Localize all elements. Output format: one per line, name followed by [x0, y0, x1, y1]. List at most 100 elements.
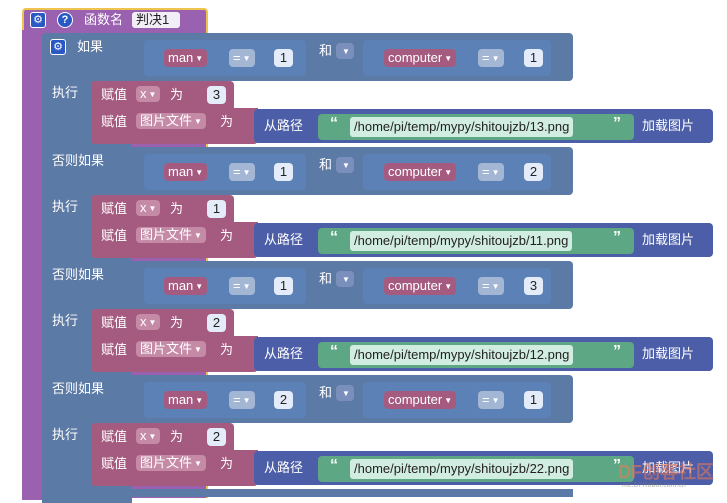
open-quote-icon: “	[330, 343, 338, 360]
man-var-label: man	[168, 392, 194, 407]
path-string-field[interactable]: /home/pi/temp/mypy/shitoujzb/12.png	[350, 345, 574, 365]
man-var-dropdown[interactable]: man▼	[164, 163, 208, 181]
eq-operator-dropdown[interactable]: =▼	[478, 277, 504, 295]
man-var-label: man	[168, 164, 194, 179]
watermark-sub: mc.DFRobot.com.cn	[622, 482, 686, 489]
computer-value-field[interactable]: 1	[524, 49, 543, 67]
img-var-dropdown[interactable]: 图片文件▼	[136, 455, 206, 471]
and-dropdown-arrow[interactable]: ▼	[336, 385, 354, 401]
do-label: 执行	[52, 85, 79, 100]
elseif-section-3	[42, 258, 132, 262]
elseif-section-2	[42, 144, 132, 148]
eq-op-label: =	[482, 392, 490, 407]
man-value-field[interactable]: 1	[274, 163, 293, 181]
open-quote-icon: “	[330, 229, 338, 246]
from-path-label: 从路径	[264, 346, 304, 361]
to-label: 为	[170, 87, 184, 102]
computer-value-field[interactable]: 2	[524, 163, 543, 181]
and-label: 和	[319, 271, 333, 286]
man-value-field[interactable]: 2	[274, 391, 293, 409]
x-var-label: x	[140, 314, 147, 329]
close-quote-icon: ”	[613, 343, 621, 360]
eq-operator-dropdown[interactable]: =▼	[229, 277, 255, 295]
computer-var-label: computer	[388, 50, 443, 65]
x-var-dropdown[interactable]: x▼	[136, 428, 161, 444]
and-dropdown-arrow[interactable]: ▼	[336, 43, 354, 59]
man-var-dropdown[interactable]: man▼	[164, 277, 208, 295]
function-label: 函数名	[84, 12, 124, 27]
assign-label: 赋值	[101, 315, 128, 330]
x-var-dropdown[interactable]: x▼	[136, 200, 161, 216]
assign-label: 赋值	[101, 228, 128, 243]
x-var-dropdown[interactable]: x▼	[136, 86, 161, 102]
and-label: 和	[319, 385, 333, 400]
path-string-field[interactable]: /home/pi/temp/mypy/shitoujzb/22.png	[350, 459, 574, 479]
to-label: 为	[220, 456, 234, 471]
assign-label: 赋值	[101, 429, 128, 444]
help-icon[interactable]: ?	[57, 12, 73, 28]
computer-var-label: computer	[388, 278, 443, 293]
eq-operator-dropdown[interactable]: =▼	[478, 49, 504, 67]
img-var-dropdown[interactable]: 图片文件▼	[136, 341, 206, 357]
x-var-label: x	[140, 428, 147, 443]
man-var-dropdown[interactable]: man▼	[164, 391, 208, 409]
computer-value-field[interactable]: 1	[524, 391, 543, 409]
load-image-label: 加载图片	[642, 232, 695, 247]
to-label: 为	[220, 228, 234, 243]
man-value-field[interactable]: 1	[274, 49, 293, 67]
path-string-field[interactable]: /home/pi/temp/mypy/shitoujzb/11.png	[350, 231, 573, 251]
close-quote-icon: ”	[613, 229, 621, 246]
eq-op-label: =	[233, 164, 241, 179]
close-quote-icon: ”	[613, 457, 621, 474]
x-value-field[interactable]: 3	[207, 86, 226, 104]
computer-var-dropdown[interactable]: computer▼	[384, 163, 457, 181]
assign-label: 赋值	[101, 114, 128, 129]
close-quote-icon: ”	[613, 115, 621, 132]
img-var-dropdown[interactable]: 图片文件▼	[136, 227, 206, 243]
if-gear-icon[interactable]: ⚙	[50, 39, 66, 55]
elseif-label: 否则如果	[52, 153, 105, 168]
man-value-field[interactable]: 1	[274, 277, 293, 295]
elseif-label: 否则如果	[52, 267, 105, 282]
x-value-field[interactable]: 1	[207, 200, 226, 218]
eq-operator-dropdown[interactable]: =▼	[229, 49, 255, 67]
man-var-dropdown[interactable]: man▼	[164, 49, 208, 67]
eq-op-label: =	[233, 278, 241, 293]
do-label: 执行	[52, 313, 79, 328]
eq-operator-dropdown[interactable]: =▼	[478, 163, 504, 181]
computer-value-field[interactable]: 3	[524, 277, 543, 295]
x-var-label: x	[140, 200, 147, 215]
path-string-field[interactable]: /home/pi/temp/mypy/shitoujzb/13.png	[350, 117, 574, 137]
img-var-dropdown[interactable]: 图片文件▼	[136, 113, 206, 129]
img-var-label: 图片文件	[140, 341, 193, 356]
computer-var-label: computer	[388, 164, 443, 179]
load-image-label: 加载图片	[642, 346, 695, 361]
eq-op-label: =	[233, 50, 241, 65]
computer-var-dropdown[interactable]: computer▼	[384, 391, 457, 409]
eq-operator-dropdown[interactable]: =▼	[478, 391, 504, 409]
img-var-label: 图片文件	[140, 227, 193, 242]
gear-icon[interactable]: ⚙	[30, 12, 46, 28]
x-var-dropdown[interactable]: x▼	[136, 314, 161, 330]
condition-and-block-5[interactable]	[127, 489, 573, 497]
function-name-field[interactable]: 判决1	[132, 12, 180, 28]
and-dropdown-arrow[interactable]: ▼	[336, 271, 354, 287]
computer-var-dropdown[interactable]: computer▼	[384, 49, 457, 67]
assign-label: 赋值	[101, 201, 128, 216]
eq-operator-dropdown[interactable]: =▼	[229, 391, 255, 409]
and-dropdown-arrow[interactable]: ▼	[336, 157, 354, 173]
elseif-section-5	[42, 486, 132, 497]
eq-op-label: =	[233, 392, 241, 407]
x-value-field[interactable]: 2	[207, 314, 226, 332]
assign-label: 赋值	[101, 456, 128, 471]
computer-var-dropdown[interactable]: computer▼	[384, 277, 457, 295]
to-label: 为	[170, 429, 184, 444]
x-var-label: x	[140, 86, 147, 101]
assign-label: 赋值	[101, 87, 128, 102]
computer-var-label: computer	[388, 392, 443, 407]
x-value-field[interactable]: 2	[207, 428, 226, 446]
elseif-label: 否则如果	[52, 381, 105, 396]
and-label: 和	[319, 157, 333, 172]
man-var-label: man	[168, 50, 194, 65]
eq-operator-dropdown[interactable]: =▼	[229, 163, 255, 181]
